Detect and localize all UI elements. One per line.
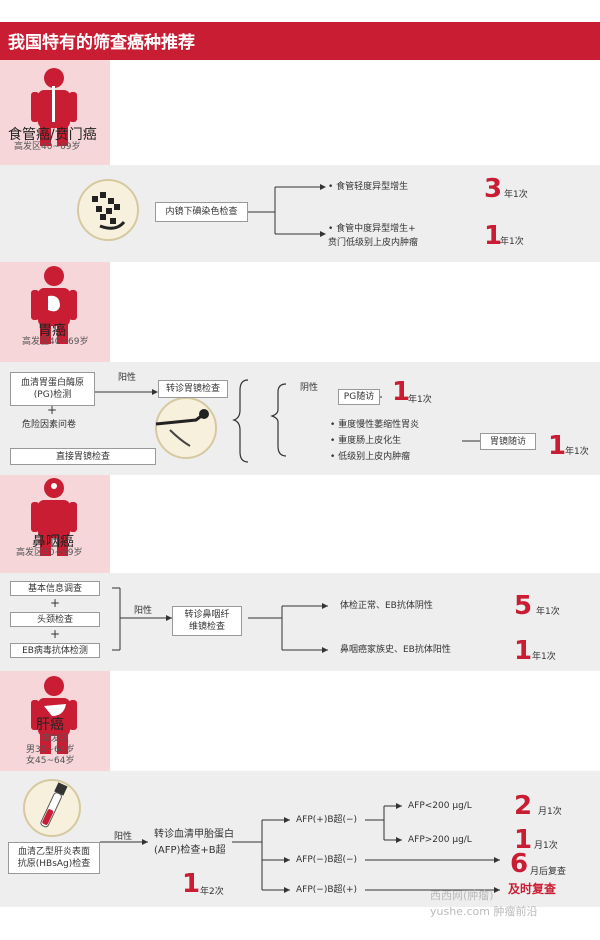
referral-label: (AFP)检查+B超 — [154, 845, 226, 856]
referral-box: 转诊胃镜检查 — [158, 380, 228, 398]
test-label: 血清乙型肝炎表面 — [17, 847, 90, 857]
naso-flow-panel — [0, 573, 600, 671]
high-risk-area-label: 高发区40~69岁 — [22, 337, 89, 347]
connector-lines — [95, 186, 500, 891]
interval-number: 1 — [514, 825, 533, 855]
cancer-name-nasopharyngeal: 鼻咽癌 — [32, 534, 74, 550]
branch-label: AFP(+)B超(−) — [296, 815, 358, 825]
cancer-name-liver: 肝癌 — [36, 717, 64, 733]
interval-unit: 年1次 — [536, 607, 560, 617]
cancer-name-gastric: 胃癌 — [38, 323, 66, 339]
interval-unit: 年2次 — [200, 887, 224, 897]
interval-unit: 年1次 — [504, 190, 528, 200]
referral-label: 维镜检查 — [188, 622, 225, 632]
hbsag-test-box: 血清乙型肝炎表面 抗原(HBsAg)检查 — [8, 842, 100, 874]
interval-number: 1 — [484, 221, 503, 251]
endoscopy-image-icon — [77, 179, 139, 241]
plus-sign: + — [50, 627, 61, 641]
female-age-label: 女45~64岁 — [26, 756, 75, 766]
test-label: 危险因素问卷 — [22, 420, 77, 430]
high-risk-area-label: 高发区30~69岁 — [16, 548, 83, 558]
afp-high-label: AFP>200 μg/L — [408, 835, 472, 845]
plus-sign: + — [50, 596, 61, 610]
direct-endoscopy-box: 直接胃镜检查 — [10, 448, 156, 465]
brace-left — [232, 379, 249, 463]
interval-number: 3 — [484, 174, 503, 204]
interval-number: 1 — [548, 431, 567, 461]
test-box: EB病毒抗体检测 — [10, 643, 100, 658]
finding-label: • 重度慢性萎缩性胃炎 — [330, 420, 420, 430]
brace-right — [270, 383, 287, 457]
test-box: 头颈检查 — [10, 612, 100, 627]
gastroscope-image-icon — [155, 397, 217, 459]
page-title: 我国特有的筛查癌种推荐 — [8, 33, 195, 53]
stomach-icon — [48, 295, 60, 312]
timely-recheck-label: 及时复查 — [508, 882, 557, 896]
interval-unit: 月1次 — [534, 841, 558, 851]
interval-number: 6 — [510, 849, 529, 879]
nasopharynx-icon — [51, 483, 57, 489]
interval-number: 2 — [514, 791, 533, 821]
watermark-line2: yushe.com 肿瘤前沿 — [430, 905, 538, 918]
interval-unit: 年1次 — [532, 652, 556, 662]
test-label: (PG)检测 — [33, 390, 72, 400]
pg-follow-box: PG随访 — [338, 389, 380, 405]
test-label: 血清胃蛋白酶原 — [20, 378, 84, 388]
negative-label: 阴性 — [300, 383, 319, 393]
interval-number: 1 — [392, 377, 411, 407]
test-box: 基本信息调查 — [10, 581, 100, 596]
referral-label: 转诊血清甲胎蛋白 — [154, 829, 234, 840]
arrowheads — [142, 184, 500, 893]
cancer-name-esophageal: 食管癌/贲门癌 — [8, 127, 97, 143]
male-age-label: 男35~64岁 — [26, 745, 75, 755]
result-label: 体检正常、EB抗体阴性 — [340, 601, 433, 611]
finding-label: • 低级别上皮内肿瘤 — [330, 452, 411, 462]
test-label: 抗原(HBsAg)检查 — [17, 859, 91, 869]
interval-unit: 月后复查 — [530, 867, 567, 877]
interval-number: 5 — [514, 591, 533, 621]
header-bar — [0, 22, 600, 60]
branch-label: AFP(−)B超(+) — [296, 885, 358, 895]
high-risk-area-label: 高发区40~69岁 — [14, 142, 81, 152]
human-figure-icon — [31, 478, 77, 556]
result-label: • 食管轻度异型增生 — [328, 182, 409, 192]
branch-label: AFP(−)B超(−) — [296, 855, 358, 865]
finding-label: • 重度肠上皮化生 — [330, 436, 402, 446]
interval-unit: 年1次 — [408, 395, 432, 405]
result-label: • 食管中度异型增生+ — [328, 224, 416, 234]
blood-tube-image-icon — [23, 779, 81, 837]
endo-follow-box: 胃镜随访 — [480, 433, 536, 450]
positive-label: 阳性 — [114, 832, 133, 842]
test-box-pg: 血清胃蛋白酶原 (PG)检测 — [10, 372, 95, 406]
plus-sign: + — [47, 403, 58, 417]
liver-flow-panel — [0, 771, 600, 907]
esophagus-icon — [52, 86, 55, 122]
referral-label: 转诊鼻咽纤 — [184, 610, 230, 620]
interval-number: 1 — [514, 636, 533, 666]
referral-box: 转诊鼻咽纤 维镜检查 — [172, 606, 242, 636]
afp-low-label: AFP<200 μg/L — [408, 801, 472, 811]
interval-unit: 年1次 — [500, 237, 524, 247]
interval-unit: 年1次 — [565, 447, 589, 457]
watermark-line1: 西西网(肿瘤) — [430, 889, 494, 902]
high-risk-area-label: 高发区 — [42, 734, 70, 744]
liver-icon — [44, 704, 66, 716]
result-label: 贲门低级别上皮内肿瘤 — [328, 238, 419, 248]
positive-label: 阳性 — [118, 373, 137, 383]
interval-unit: 月1次 — [538, 807, 562, 817]
result-label: 鼻咽癌家族史、EB抗体阳性 — [340, 645, 451, 655]
positive-label: 阳性 — [134, 606, 153, 616]
method-box: 内镜下碘染色检查 — [155, 202, 248, 222]
interval-number: 1 — [182, 869, 201, 899]
